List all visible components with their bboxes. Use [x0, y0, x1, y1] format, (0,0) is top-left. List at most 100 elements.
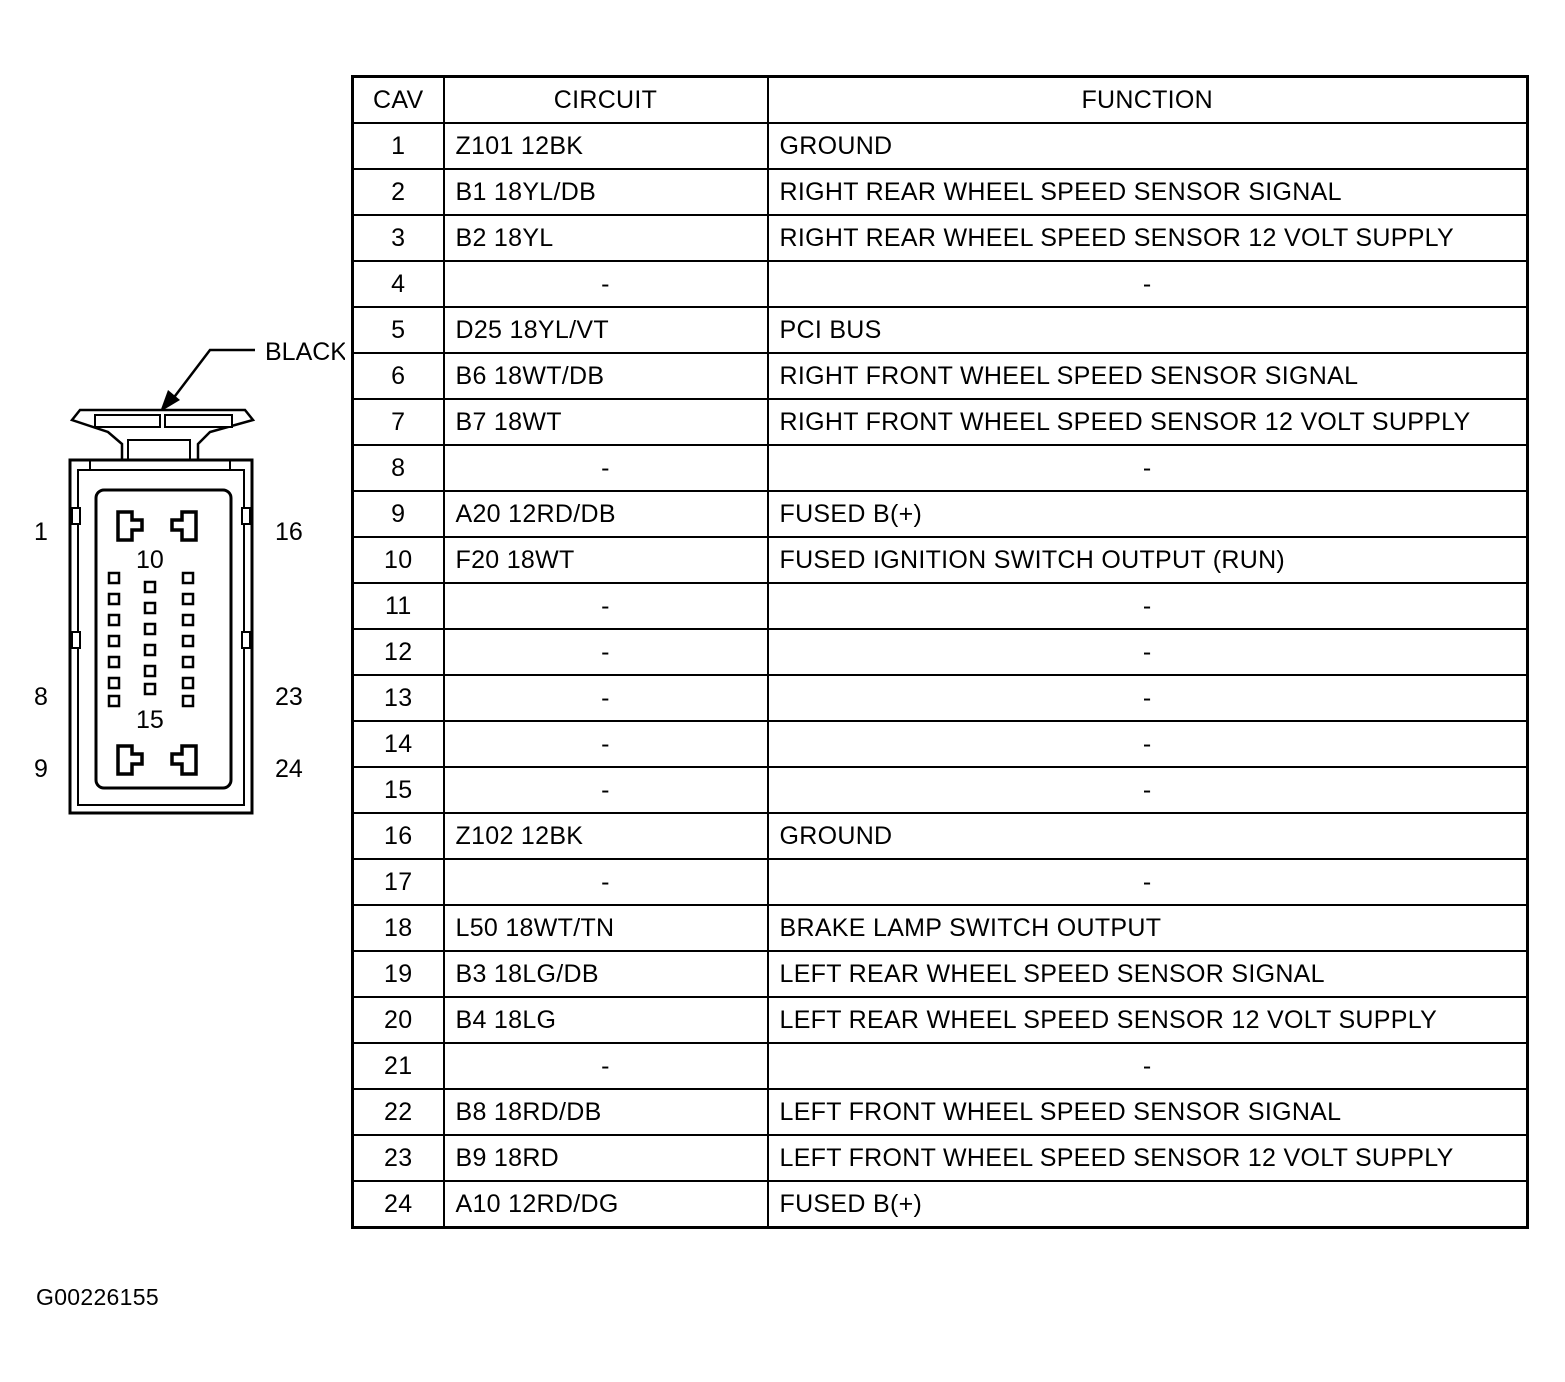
- cav-cell: 16: [351, 812, 445, 860]
- side-notch-left-mid: [71, 631, 81, 649]
- circuit-cell: L50 18WT/TN: [442, 904, 769, 952]
- circuit-cell: B6 18WT/DB: [442, 352, 769, 400]
- pin-label-10: 10: [136, 546, 164, 574]
- pin-column-left: [107, 571, 121, 708]
- cav-cell: 8: [351, 444, 445, 492]
- pin-label-1: 1: [34, 518, 48, 546]
- circuit-cell: A20 12RD/DB: [442, 490, 769, 538]
- pin-label-8: 8: [34, 683, 48, 711]
- side-notch-right-top: [241, 507, 251, 525]
- cav-cell: 23: [351, 1134, 445, 1182]
- cav-cell: 9: [351, 490, 445, 538]
- latch-window-right: [164, 414, 233, 428]
- header-cav: CAV: [351, 75, 445, 124]
- function-cell: -: [766, 720, 1529, 768]
- large-terminal-16: [170, 510, 198, 542]
- circuit-cell: -: [442, 766, 769, 814]
- function-cell: -: [766, 766, 1529, 814]
- cav-cell: 3: [351, 214, 445, 262]
- function-cell: FUSED B(+): [766, 1180, 1529, 1229]
- cav-cell: 7: [351, 398, 445, 446]
- function-cell: BRAKE LAMP SWITCH OUTPUT: [766, 904, 1529, 952]
- cav-cell: 6: [351, 352, 445, 400]
- cav-cell: 19: [351, 950, 445, 998]
- function-cell: -: [766, 674, 1529, 722]
- function-cell: LEFT FRONT WHEEL SPEED SENSOR 12 VOLT SU…: [766, 1134, 1529, 1182]
- circuit-cell: B8 18RD/DB: [442, 1088, 769, 1136]
- cav-cell: 22: [351, 1088, 445, 1136]
- function-cell: -: [766, 444, 1529, 492]
- cav-cell: 4: [351, 260, 445, 308]
- circuit-cell: -: [442, 582, 769, 630]
- side-notch-left-top: [71, 507, 81, 525]
- connector-color-label: BLACK: [265, 338, 345, 366]
- function-cell: PCI BUS: [766, 306, 1529, 354]
- latch-lower-window: [127, 439, 191, 461]
- function-cell: RIGHT REAR WHEEL SPEED SENSOR SIGNAL: [766, 168, 1529, 216]
- circuit-cell: B3 18LG/DB: [442, 950, 769, 998]
- cav-cell: 20: [351, 996, 445, 1044]
- circuit-cell: A10 12RD/DG: [442, 1180, 769, 1229]
- circuit-cell: B9 18RD: [442, 1134, 769, 1182]
- pin-label-23: 23: [275, 683, 303, 711]
- cav-cell: 10: [351, 536, 445, 584]
- cav-cell: 18: [351, 904, 445, 952]
- circuit-cell: -: [442, 628, 769, 676]
- label-leader-line: [171, 348, 255, 401]
- cav-cell: 15: [351, 766, 445, 814]
- function-cell: -: [766, 260, 1529, 308]
- table-row: 17--: [351, 858, 1529, 906]
- function-cell: LEFT REAR WHEEL SPEED SENSOR SIGNAL: [766, 950, 1529, 998]
- function-cell: FUSED B(+): [766, 490, 1529, 538]
- function-cell: -: [766, 628, 1529, 676]
- header-function: FUNCTION: [766, 75, 1529, 124]
- function-cell: -: [766, 1042, 1529, 1090]
- pin-label-16: 16: [275, 518, 303, 546]
- label-arrowhead: [160, 390, 180, 412]
- cav-cell: 2: [351, 168, 445, 216]
- circuit-cell: B7 18WT: [442, 398, 769, 446]
- table-row: 14--: [351, 720, 1529, 768]
- cav-cell: 1: [351, 122, 445, 170]
- table-row: 4--: [351, 260, 1529, 308]
- table-row: 11--: [351, 582, 1529, 630]
- circuit-cell: F20 18WT: [442, 536, 769, 584]
- circuit-cell: -: [442, 720, 769, 768]
- circuit-cell: B1 18YL/DB: [442, 168, 769, 216]
- pin-column-right: [181, 571, 195, 708]
- circuit-cell: -: [442, 1042, 769, 1090]
- function-cell: LEFT REAR WHEEL SPEED SENSOR 12 VOLT SUP…: [766, 996, 1529, 1044]
- function-cell: GROUND: [766, 122, 1529, 170]
- latch-window-left: [94, 414, 161, 428]
- cav-cell: 24: [351, 1180, 445, 1229]
- pin-column-center: [143, 580, 157, 696]
- table-row: 12--: [351, 628, 1529, 676]
- function-cell: -: [766, 858, 1529, 906]
- circuit-cell: B4 18LG: [442, 996, 769, 1044]
- table-header-row: CAV CIRCUIT FUNCTION: [351, 75, 1529, 124]
- cav-cell: 11: [351, 582, 445, 630]
- cav-cell: 5: [351, 306, 445, 354]
- circuit-cell: Z102 12BK: [442, 812, 769, 860]
- circuit-cell: Z101 12BK: [442, 122, 769, 170]
- large-terminal-9: [116, 744, 144, 776]
- pin-label-24: 24: [275, 755, 303, 783]
- circuit-cell: D25 18YL/VT: [442, 306, 769, 354]
- cav-cell: 12: [351, 628, 445, 676]
- table-row: 8--: [351, 444, 1529, 492]
- circuit-cell: -: [442, 858, 769, 906]
- side-notch-right-mid: [241, 631, 251, 649]
